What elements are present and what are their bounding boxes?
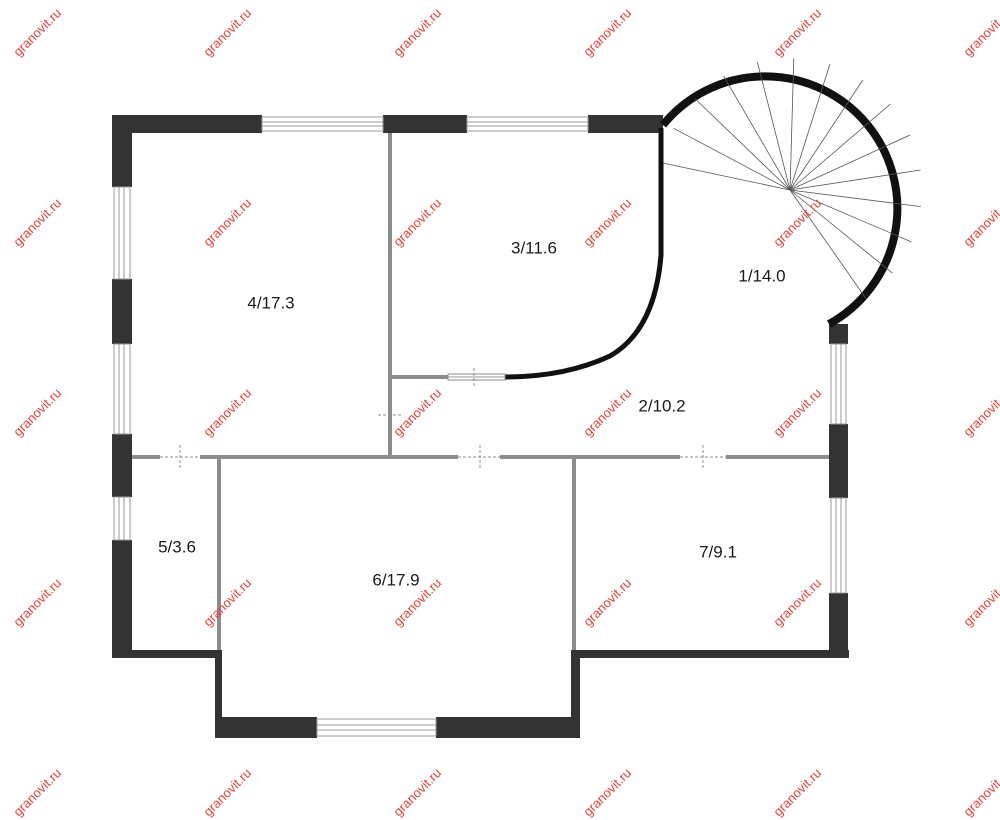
watermark-text: granovit.ru <box>580 5 634 59</box>
room-label-4: 4/17.3 <box>247 293 294 312</box>
watermark-text: granovit.ru <box>200 385 254 439</box>
room3-curved-wall <box>504 128 664 380</box>
stair-tower-wall <box>659 72 902 328</box>
exterior-walls <box>112 115 849 738</box>
watermark-text: granovit.ru <box>580 195 634 249</box>
stair-tread <box>789 103 891 191</box>
watermark-text: granovit.ru <box>960 575 1000 629</box>
door-room5 <box>160 445 200 470</box>
watermark-text: granovit.ru <box>580 575 634 629</box>
stair-tread <box>789 169 921 191</box>
door-room6 <box>458 445 500 470</box>
stair-tread <box>789 189 922 207</box>
door-room4 <box>378 400 402 430</box>
room-label-3: 3/11.6 <box>511 238 557 257</box>
watermark-text: granovit.ru <box>200 195 254 249</box>
wall-segment <box>436 717 580 738</box>
watermark-text: granovit.ru <box>10 5 64 59</box>
window-left-upper <box>113 186 131 280</box>
door-room7 <box>680 445 726 470</box>
watermark-text: granovit.ru <box>580 385 634 439</box>
wall-segment <box>571 650 580 738</box>
stair-treads <box>660 58 922 299</box>
watermark-text: granovit.ru <box>10 765 64 819</box>
wall-segment <box>112 540 132 658</box>
wall-segment <box>215 650 222 738</box>
wall-segment <box>588 115 663 133</box>
window-right-upper <box>830 343 847 425</box>
wall-segment <box>383 115 467 133</box>
stair-tread <box>789 79 864 191</box>
watermark-text: granovit.ru <box>10 575 64 629</box>
stair-tread <box>660 162 791 191</box>
watermark-text: granovit.ru <box>960 195 1000 249</box>
doors <box>160 368 726 470</box>
wall-segment <box>112 279 132 344</box>
window-top-middle <box>466 116 589 132</box>
window-left-middle <box>113 343 131 435</box>
watermark-text: granovit.ru <box>10 195 64 249</box>
spiral-staircase <box>659 58 922 328</box>
wall-segment <box>829 593 848 658</box>
watermark-text: granovit.ru <box>200 5 254 59</box>
room-label-6: 6/17.9 <box>372 570 419 589</box>
door-room3 <box>447 368 506 386</box>
partitions <box>132 133 829 650</box>
watermark-text: granovit.ru <box>770 195 824 249</box>
wall-segment <box>571 650 849 658</box>
watermark-text: granovit.ru <box>200 765 254 819</box>
watermark-text: granovit.ru <box>390 385 444 439</box>
watermark-text: granovit.ru <box>390 5 444 59</box>
watermark-text: granovit.ru <box>960 765 1000 819</box>
window-bottom <box>316 718 437 737</box>
wall-segment <box>112 434 132 497</box>
watermark-text: granovit.ru <box>200 575 254 629</box>
watermark-text: granovit.ru <box>390 765 444 819</box>
stair-tread <box>789 64 831 191</box>
room-label-7: 7/9.1 <box>699 542 737 561</box>
stair-tread <box>789 58 795 191</box>
stair-tread <box>789 189 893 274</box>
wall-segment <box>829 424 848 498</box>
watermark-text: granovit.ru <box>960 385 1000 439</box>
room-labels: 1/14.0 2/10.2 3/11.6 4/17.3 5/3.6 6/17.9… <box>158 238 786 589</box>
stair-tread <box>757 62 791 191</box>
window-top-left <box>261 116 384 132</box>
wall-segment <box>829 324 848 344</box>
stair-tread <box>694 98 791 191</box>
watermark-text: granovit.ru <box>770 765 824 819</box>
watermark-text: granovit.ru <box>770 575 824 629</box>
stair-tread <box>789 189 867 299</box>
watermark-text: granovit.ru <box>960 5 1000 59</box>
room-label-1: 1/14.0 <box>738 266 785 285</box>
room-label-5: 5/3.6 <box>158 537 196 556</box>
wall-segment <box>215 717 317 738</box>
watermark-text: granovit.ru <box>770 385 824 439</box>
windows <box>113 116 847 737</box>
wall-segment <box>112 650 222 658</box>
stair-tread <box>789 134 911 191</box>
stair-tread <box>789 189 912 243</box>
window-right-lower <box>830 497 847 594</box>
wall-segment <box>112 115 262 133</box>
wall-segment <box>112 115 132 187</box>
watermark-text: granovit.ru <box>770 5 824 59</box>
window-left-lower <box>113 496 131 541</box>
stair-tread <box>673 127 791 191</box>
watermark-text: granovit.ru <box>580 765 634 819</box>
room-label-2: 2/10.2 <box>638 396 685 415</box>
watermark-text: granovit.ru <box>390 195 444 249</box>
watermark-text: granovit.ru <box>10 385 64 439</box>
stair-tread <box>723 75 791 191</box>
